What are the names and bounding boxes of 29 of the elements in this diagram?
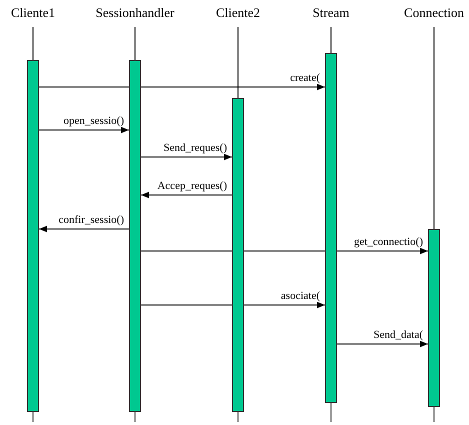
message-arrow [38,226,130,232]
lifeline-title: Cliente2 [208,5,268,25]
activation-bar [129,60,141,412]
message-arrow [336,340,428,348]
lifeline-title: Stream [301,5,361,25]
activation-bar [232,98,244,412]
activation-bar [428,229,440,407]
message-arrow [140,192,232,198]
message-arrow [140,302,326,308]
message-label: confir_sessio() [58,214,125,226]
message-arrow [140,248,428,254]
activation-bar [27,60,39,412]
message-label: Send_data( [372,329,424,341]
message-label: Send_reques() [162,142,228,154]
lifeline [134,26,136,60]
lifeline-title: Connection [394,5,469,25]
message-arrow [140,154,232,160]
message-label: open_sessio() [62,115,125,127]
activation-bar [325,53,337,403]
lifeline-title: Sessionhandler [85,5,185,25]
lifeline [32,26,34,60]
lifeline [330,26,332,54]
message-label: Accep_reques() [156,180,228,192]
message-label: create( [289,72,321,84]
message-label: get_connectio() [352,236,424,248]
lifeline-title: Cliente1 [3,5,63,25]
message-arrow [38,126,130,134]
message-label: asociate( [280,290,321,302]
message-arrow [38,84,326,90]
